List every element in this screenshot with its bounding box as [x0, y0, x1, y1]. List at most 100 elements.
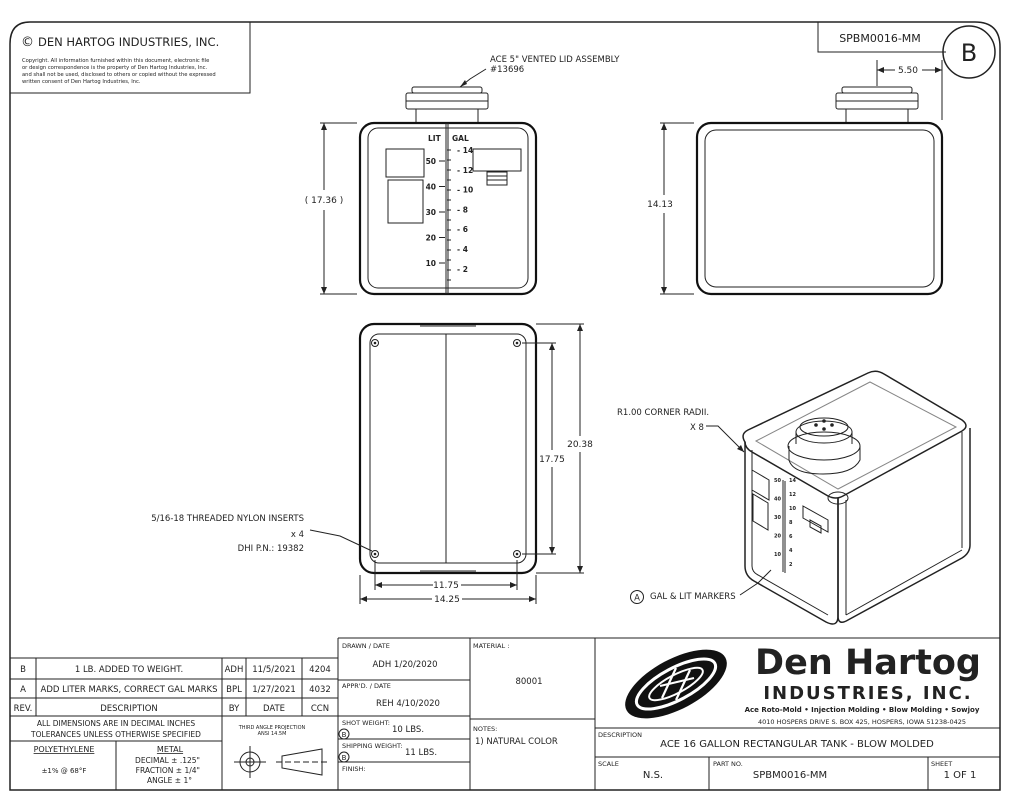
shot-weight-label: SHOT WEIGHT:	[342, 719, 390, 727]
material-metal: METAL	[157, 745, 184, 754]
dim-overall-height: ( 17.36 )	[305, 196, 344, 206]
dim-top-length-inner: 17.75	[539, 455, 565, 465]
threaded-insert	[513, 339, 521, 347]
projection-line2: ANSI 14.5M	[258, 731, 287, 737]
drawn-value: ADH 1/20/2020	[372, 660, 437, 670]
logo-name-line1: Den Hartog	[755, 643, 981, 683]
iso-lit-mark: 40	[774, 497, 781, 503]
inserts-label-line3: DHI P.N.: 19382	[238, 544, 304, 554]
iso-gal-mark: 12	[789, 492, 796, 498]
part-no-label: PART NO.	[713, 760, 743, 768]
copyright-line-3: and shall not be used, disclosed to othe…	[22, 72, 216, 78]
rev-header-desc: DESCRIPTION	[100, 704, 158, 714]
tolerance-fraction: FRACTION ± 1/4"	[136, 766, 200, 775]
logo-name-line2: INDUSTRIES, INC.	[763, 683, 972, 704]
shipping-weight-callout: B	[342, 754, 347, 762]
top-view-body	[358, 322, 538, 575]
rev-row2-desc: ADD LITER MARKS, CORRECT GAL MARKS	[41, 685, 218, 695]
den-hartog-logo	[625, 649, 727, 719]
tolerance-line2: TOLERANCES UNLESS OTHERWISE SPECIFIED	[30, 730, 201, 739]
dim-top-length-overall: 20.38	[567, 440, 593, 450]
front-label-panel-top	[385, 148, 425, 178]
polyethylene-tolerance: ±1% @ 68°F	[42, 767, 87, 775]
approved-label: APPR'D. / DATE	[342, 682, 391, 690]
dim-side-height: 14.13	[647, 200, 673, 210]
notes-value: 1) NATURAL COLOR	[475, 737, 558, 747]
marker-callout-circle	[630, 590, 644, 604]
iso-gal-mark: 6	[789, 534, 793, 540]
side-view: 14.13 5.50	[647, 60, 944, 296]
iso-lit-mark: 20	[774, 534, 781, 540]
sheet-label: SHEET	[931, 760, 952, 768]
lit-mark-label: 20	[426, 234, 436, 243]
scale-value: N.S.	[643, 770, 663, 781]
rev-header-date: DATE	[263, 704, 285, 714]
inserts-label-line1: 5/16-18 THREADED NYLON INSERTS	[151, 514, 304, 524]
shot-weight-value: 10 LBS.	[392, 725, 424, 735]
gal-mark-label: - 12	[457, 166, 473, 175]
drawn-label: DRAWN / DATE	[342, 642, 390, 650]
iso-gal-mark: 8	[789, 520, 793, 526]
rev-row2-by: BPL	[226, 685, 242, 695]
inserts-label-line2: x 4	[291, 530, 304, 540]
front-label-panel-bottom	[387, 179, 424, 224]
lit-mark-label: 40	[426, 183, 436, 192]
iso-lit-mark: 50	[774, 478, 781, 484]
rev-row1-rev: B	[20, 665, 26, 675]
material-label: MATERIAL :	[473, 642, 509, 650]
description-value: ACE 16 GALLON RECTANGULAR TANK - BLOW MO…	[660, 739, 934, 750]
copyright-line-2: or design correspondence is the property…	[22, 65, 208, 71]
rev-header-ccn: CCN	[311, 704, 329, 714]
threaded-insert	[371, 339, 379, 347]
tolerance-angle: ANGLE ± 1°	[147, 776, 192, 785]
lit-mark-label: 10	[426, 259, 436, 268]
rev-row1-by: ADH	[225, 665, 244, 675]
iso-gal-mark: 2	[789, 562, 793, 568]
threaded-insert	[371, 550, 379, 558]
copyright-symbol: ©	[21, 35, 34, 50]
copyright-line-1: Copyright. All information furnished wit…	[22, 58, 209, 64]
rev-row2-date: 1/27/2021	[252, 685, 296, 695]
rev-row1-date: 11/5/2021	[252, 665, 296, 675]
rev-row2-rev: A	[20, 685, 26, 695]
lit-mark-label: 50	[426, 157, 436, 166]
rev-row1-ccn: 4204	[309, 665, 331, 675]
part-no-value: SPBM0016-MM	[753, 770, 827, 781]
rev-header-rev: REV.	[14, 704, 33, 714]
material-polyethylene: POLYETHYLENE	[34, 745, 95, 754]
iso-gal-mark: 4	[789, 548, 793, 554]
gal-mark-label: - 4	[457, 245, 468, 254]
material-value: 80001	[515, 677, 542, 687]
corner-radii-line1: R1.00 CORNER RADII.	[617, 408, 709, 418]
marker-callout-letter: A	[634, 594, 640, 604]
gal-mark-label: - 14	[457, 146, 473, 155]
logo-tagline: Ace Roto-Mold • Injection Molding • Blow…	[745, 706, 980, 714]
gal-header: GAL	[452, 134, 469, 143]
logo-address: 4010 HOSPERS DRIVE S. BOX 425, HOSPERS, …	[758, 718, 966, 726]
rev-row2-ccn: 4032	[309, 685, 331, 695]
scale-label: SCALE	[598, 760, 619, 768]
side-view-body	[695, 121, 944, 296]
lid-label-line2: #13696	[490, 65, 524, 75]
dim-top-width-inner: 11.75	[433, 581, 459, 591]
header-part-number: SPBM0016-MM	[839, 32, 921, 45]
gal-mark-label: - 6	[457, 225, 468, 234]
rev-row1-desc: 1 LB. ADDED TO WEIGHT.	[75, 665, 183, 675]
front-label-panel-right	[472, 148, 522, 172]
rev-header-by: BY	[229, 704, 240, 714]
dim-cap-offset: 5.50	[898, 66, 918, 76]
lit-mark-label: 30	[426, 208, 436, 217]
revision-letter: B	[961, 39, 977, 67]
corner-radii-line2: X 8	[690, 423, 704, 433]
markers-label: GAL & LIT MARKERS	[650, 592, 736, 602]
iso-lit-mark: 30	[774, 515, 781, 521]
gal-mark-label: - 10	[457, 186, 473, 195]
notes-label: NOTES:	[473, 725, 497, 733]
sheet-border	[9, 21, 1001, 791]
dim-top-width-overall: 14.25	[434, 595, 460, 605]
part-number-header: SPBM0016-MM B	[817, 22, 996, 79]
approved-value: REH 4/10/2020	[376, 699, 440, 709]
